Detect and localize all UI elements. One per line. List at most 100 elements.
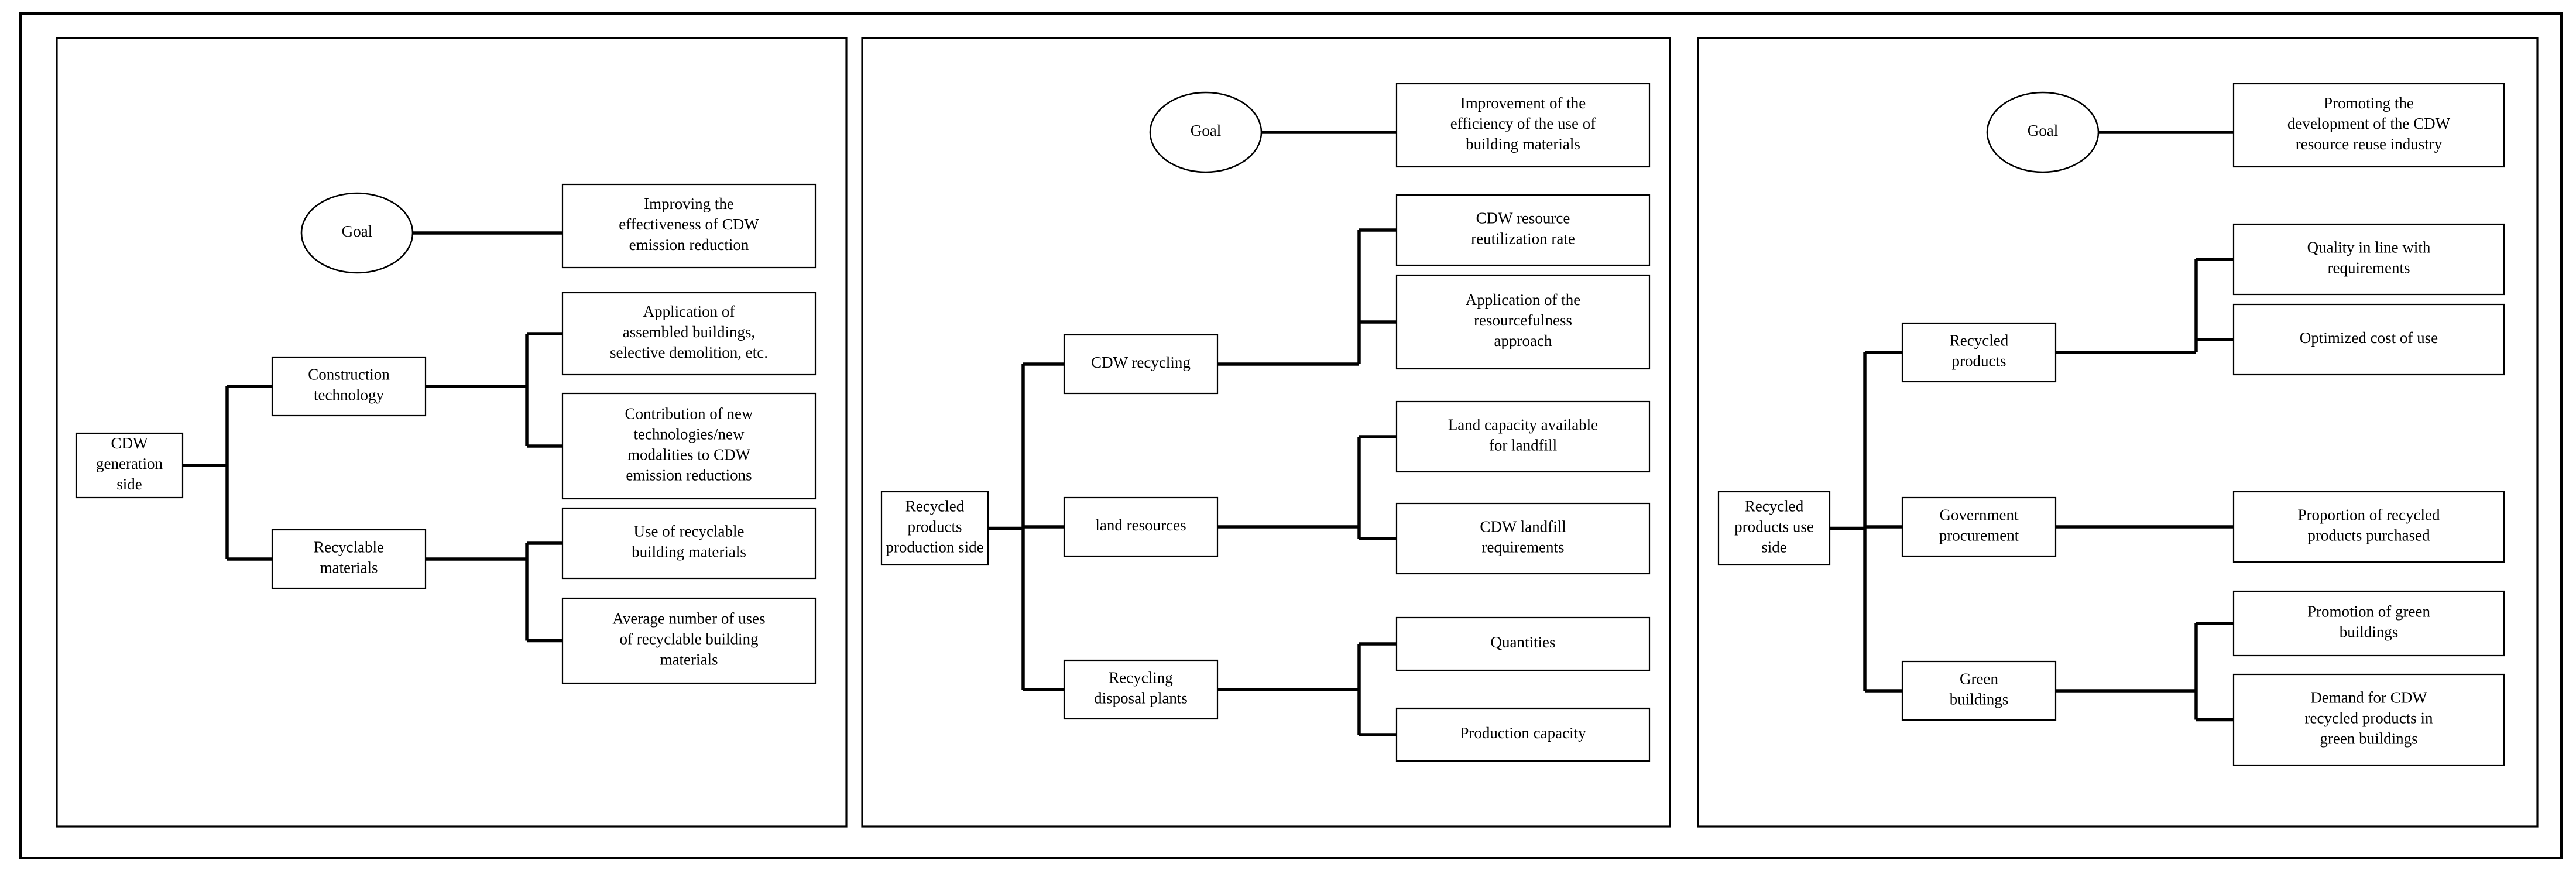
node-text-line: modalities to CDW [627, 446, 750, 464]
node-box-rect [561, 507, 817, 580]
node-box-rect [1395, 194, 1651, 266]
node-text-line: Application of the [1466, 291, 1580, 309]
node-box-rect [271, 356, 427, 417]
panel-2-branch-box-0: CDW recycling [1063, 334, 1219, 395]
node-text-line: buildings [1950, 691, 2009, 708]
panel-3-branch-box-0: Recycled products [1901, 322, 2057, 383]
goal-label: Goal [1191, 122, 1221, 139]
panel-2-leaf-box-0-0: CDW resource reutilization rate [1395, 194, 1651, 266]
node-box-rect [75, 432, 184, 499]
panel-2-leaf-box-0-1: Application of the resourcefulness approac… [1395, 274, 1651, 370]
panel-1-goal-node: Goal [300, 192, 414, 274]
node-text-line: Demand for CDW [2310, 689, 2427, 707]
node-text-line: Use of recyclable [634, 523, 745, 540]
node-text-line: Application of [643, 303, 735, 320]
node-text-line: development of the CDW [2287, 115, 2451, 132]
connector-path [2056, 258, 2234, 354]
node-text-line: selective demolition, etc. [610, 344, 768, 361]
node-box-rect [2232, 303, 2505, 376]
panel-1-leaf-box-0-1-label: Contribution of newtechnologies/newmodal… [625, 405, 753, 484]
panel-2-leaf-box-0-1-label: Application of the resourcefulness approac… [1466, 291, 1580, 349]
node-box-rect [1063, 659, 1219, 720]
node-text-line: emission reductions [626, 467, 752, 484]
node-text-line: products purchased [2307, 527, 2430, 544]
panel-3-branch-bracket-2 [2056, 622, 2234, 722]
node-text-line: Promotion of green [2307, 603, 2430, 621]
node-text-line: land resources [1095, 516, 1186, 534]
connector-path [2056, 622, 2234, 722]
node-text-line: Optimized cost of use [2300, 329, 2438, 347]
node-text-line: Green [1960, 670, 1998, 688]
node-box-rect [2232, 223, 2505, 296]
node-text-line: procurement [1939, 527, 2019, 544]
node-text-line: materials [660, 651, 718, 669]
panel-2-leaf-box-0-0-label: CDW resource reutilization rate [1471, 210, 1575, 248]
node-text-line: side [1761, 539, 1787, 556]
panel-1-frame [56, 37, 848, 828]
node-text-line: CDW resource [1476, 210, 1570, 227]
node-text-line: emission reduction [629, 236, 749, 253]
node-text-line: products [1952, 352, 2006, 370]
node-text-line: reutilization rate [1471, 230, 1575, 248]
node-text-line: approach [1494, 332, 1552, 349]
panel-1-branch-bracket-1 [426, 541, 562, 643]
panel-2-root-bracket [988, 362, 1064, 691]
node-box-rect [2232, 590, 2505, 657]
node-text-line: Recycling [1109, 669, 1172, 687]
node-box-rect [1063, 496, 1219, 557]
node-text-line: resourcefulness [1474, 311, 1572, 329]
panel-3-leaf-box-2-0: Promotion of green buildings [2232, 590, 2505, 657]
node-text-line: Recycled [1950, 332, 2009, 349]
node-text-line: Quality in line with [2307, 239, 2431, 256]
node-box-rect [1395, 83, 1651, 168]
node-box-rect [1901, 322, 2057, 383]
node-text-line: Recycled [1745, 498, 1804, 515]
node-box-rect [561, 183, 817, 269]
node-text-line: CDW [111, 434, 149, 452]
node-text-line: CDW recycling [1091, 354, 1191, 371]
node-text-line: buildings [2340, 623, 2399, 641]
node-text-line: Land capacity available [1448, 416, 1598, 434]
panel-2-goal-node: Goal [1149, 91, 1263, 173]
panel-3-frame [1697, 37, 2539, 828]
panel-2-leaf-box-2-0: Quantities [1395, 616, 1651, 671]
panel-3-leaf-box-0-1-label: Optimized cost of use [2300, 329, 2438, 347]
node-text-line: products [908, 518, 962, 536]
node-text-line: Government [1940, 506, 2019, 524]
node-text-line: Average number of uses [612, 610, 765, 628]
outer-border [19, 12, 2563, 859]
node-text-line: Improvement of the [1460, 94, 1586, 112]
node-text-line: generation [96, 455, 163, 472]
panel-2-leaf-box-2-1-label: Production capacity [1460, 724, 1586, 742]
node-box-rect [2232, 491, 2505, 563]
node-box-rect [271, 529, 427, 589]
node-text-line: CDW landfill [1480, 518, 1566, 536]
panel-2-branch-bracket-0 [1217, 228, 1397, 366]
panel-3-branch-bracket-0 [2056, 258, 2234, 354]
panel-2-branch-box-0-label: CDW recycling [1091, 354, 1191, 371]
panel-2-branch-box-1: land resources [1063, 496, 1219, 557]
node-text-line: Production capacity [1460, 724, 1586, 742]
panel-2-leaf-box-2-1: Production capacity [1395, 707, 1651, 762]
panel-3-goal-node: Goal [1986, 91, 2100, 173]
